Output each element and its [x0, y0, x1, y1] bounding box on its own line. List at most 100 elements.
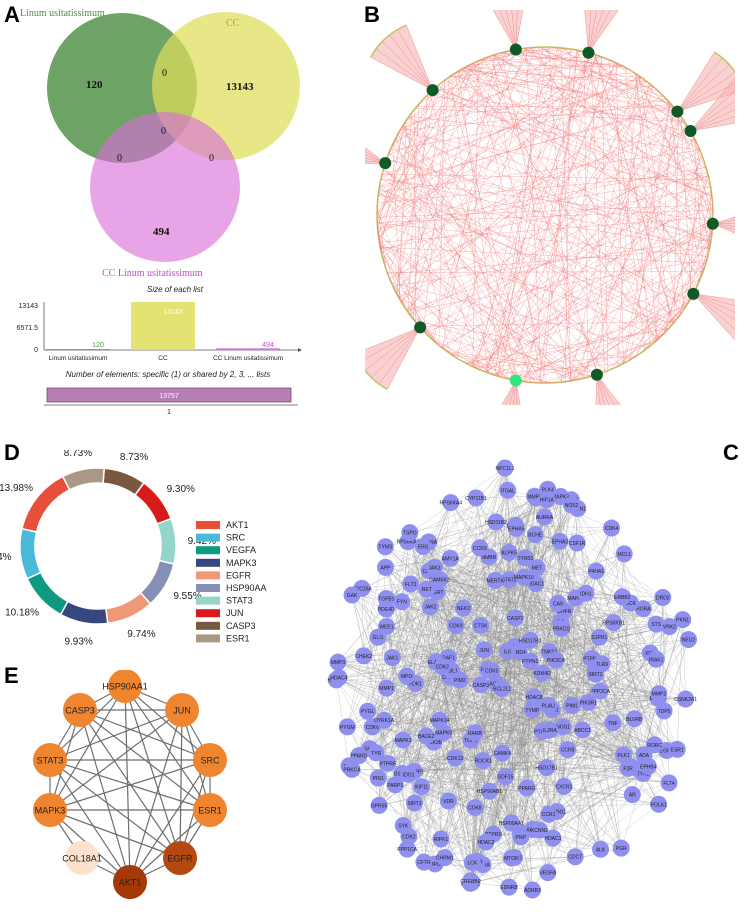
ppi-node-label: STS	[651, 622, 661, 628]
core-node-label: ESR1	[198, 806, 222, 816]
ppi-node-label: ABL1	[446, 669, 458, 675]
list-size-bar-value: 120	[92, 342, 104, 349]
ppi-node-label: PIM1	[566, 703, 578, 709]
legend-label: HSP90AA	[226, 583, 267, 593]
ppi-node-label: MAPK1	[395, 738, 412, 744]
ppi-node-label: PTPN11	[548, 810, 567, 816]
ppi-node-label: TERT	[430, 590, 443, 596]
ppi-node-label: CA9	[553, 601, 563, 607]
panel-label-a: A	[4, 2, 20, 27]
ppi-node-label: HDAC8	[526, 695, 543, 701]
ppi-node	[635, 746, 653, 764]
ppi-node	[539, 864, 557, 882]
ppi-node	[523, 701, 541, 719]
ppi-node-label: TYR	[371, 751, 381, 757]
ppi-node-label: IDH1	[580, 591, 592, 597]
ppi-node	[530, 821, 548, 839]
ppi-node-label: NOS1	[556, 725, 570, 731]
ppi-node	[439, 792, 457, 810]
legend-label: MAPK3	[226, 558, 257, 568]
ppi-node-label: PRKCA	[343, 767, 361, 773]
legend-label: EGFR	[226, 570, 252, 580]
ppi-node-label: CDC25A	[352, 586, 372, 592]
ppi-node-label: ADA	[639, 753, 650, 759]
ppi-node-label: CCR8	[561, 748, 575, 754]
ppi-node-label: CDC7	[568, 855, 582, 861]
ppi-node	[405, 794, 423, 812]
ppi-node	[515, 568, 533, 586]
panel-label-d: D	[4, 440, 20, 465]
ppi-network: NPC1L1CYP11B1ERCC5HSD11B2RPS6KA2NEK2ALPK…	[328, 459, 697, 899]
ppi-node	[496, 459, 514, 477]
ppi-node	[398, 667, 416, 685]
ppi-node-label: PDE4D	[378, 607, 395, 613]
ppi-node-label: PRKCQ	[552, 626, 570, 632]
ppi-node	[592, 840, 610, 858]
ppi-node-label: ALPK5	[501, 550, 517, 556]
list-size-bar	[216, 348, 280, 350]
ppi-node-label: MET	[532, 566, 543, 572]
ppi-node-label: AURKA	[536, 515, 554, 521]
ppi-node	[472, 676, 490, 694]
ppi-node	[668, 740, 686, 758]
ppi-node-label: NOS2	[565, 503, 579, 509]
list-size-title: Size of each list	[147, 285, 204, 294]
ytick-top: 13143	[19, 303, 39, 310]
venn-label-linum: Linum usitatissimum	[20, 8, 105, 19]
ppi-node-label: PLK1	[617, 753, 629, 759]
ppi-node-label: CCR3	[473, 546, 487, 552]
shared-elements-xtick: 1	[167, 409, 171, 416]
donut-slice	[59, 600, 109, 625]
ppi-node-label: HDAC4	[330, 676, 347, 682]
core-node-label: SRC	[200, 756, 220, 766]
ppi-node-label: GLI1	[373, 635, 384, 641]
hub-node	[379, 157, 392, 170]
legend-swatch	[196, 521, 220, 529]
legend-swatch	[196, 621, 220, 630]
core-node-label: CASP3	[65, 706, 95, 716]
ppi-node	[555, 777, 573, 795]
ppi-node	[475, 641, 493, 659]
ppi-node-label: JUN	[479, 648, 489, 654]
ppi-node	[506, 609, 524, 627]
ppi-node	[587, 562, 605, 580]
ppi-node	[500, 878, 518, 896]
ppi-node-label: LCK	[467, 860, 477, 866]
ppi-node	[523, 881, 541, 899]
ppi-node-label: IRAK1	[649, 657, 664, 663]
ppi-node-label: CDK8	[468, 806, 482, 812]
donut-slice-label: 13.98%	[0, 483, 33, 494]
legend-swatch	[196, 571, 220, 580]
ppi-node-label: SIRT2	[588, 672, 602, 678]
ppi-node-label: PPARD	[350, 754, 367, 760]
ppi-node	[477, 833, 495, 851]
core-node-label: AKT1	[119, 878, 142, 888]
ppi-node	[541, 721, 559, 739]
legend-swatch	[196, 533, 220, 542]
ppi-node-label: BCHE	[528, 533, 543, 539]
venn-count-abc: 0	[161, 126, 166, 137]
ppi-node	[500, 571, 518, 589]
ppi-node	[451, 671, 469, 689]
ppi-node-label: DRD2	[656, 595, 670, 601]
ppi-node-label: MERTK	[487, 578, 505, 584]
ppi-node	[568, 534, 586, 552]
ppi-node	[483, 662, 501, 680]
legend-label: AKT1	[226, 520, 249, 530]
ppi-node-label: DHFR	[557, 609, 571, 615]
ppi-node-label: CDK4	[605, 526, 619, 532]
ppi-node	[539, 696, 557, 714]
chord-edges	[376, 46, 714, 384]
list-size-bar-label: CC	[158, 355, 168, 362]
ppi-node	[499, 481, 517, 499]
ppi-node-label: EPHB4	[640, 764, 657, 770]
ppi-node-label: PIK3R1	[580, 700, 597, 706]
ppi-node-label: PTPRF	[380, 761, 396, 767]
ppi-node-label: CDK6	[366, 725, 380, 731]
ppi-node-label: MPG	[429, 862, 441, 868]
donut-slice-label: 10.44%	[0, 552, 12, 563]
ppi-node-label: IL6	[504, 649, 511, 655]
ppi-node-label: RORC	[647, 743, 662, 749]
ppi-node-label: ALK	[596, 847, 606, 853]
ppi-node	[679, 631, 697, 649]
